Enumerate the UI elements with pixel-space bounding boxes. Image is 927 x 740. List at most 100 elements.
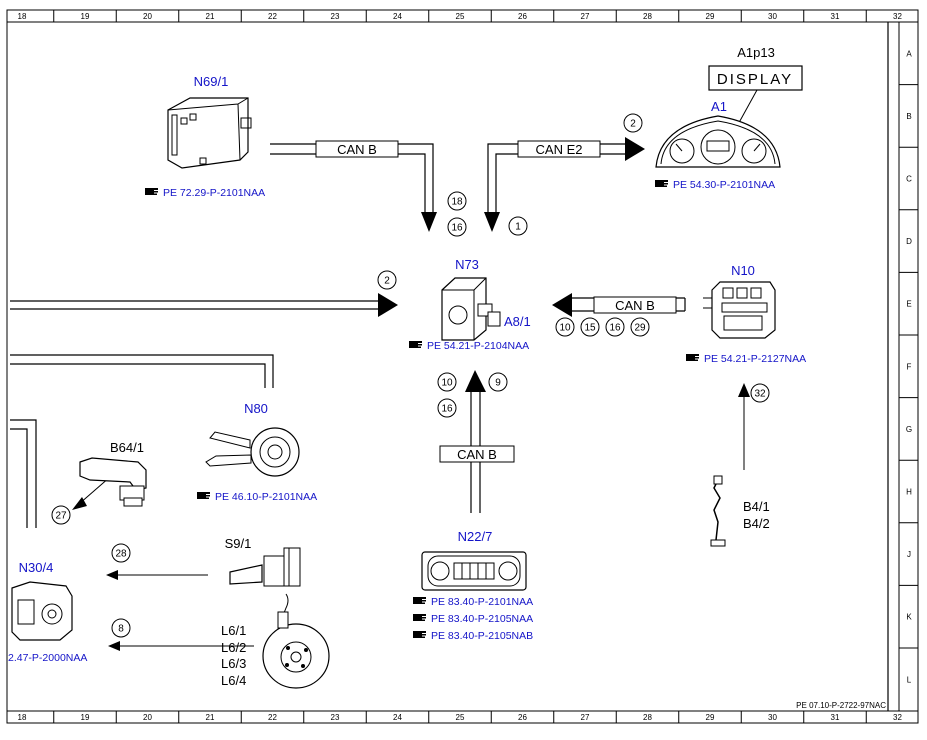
l6-2-label: L6/2 (221, 640, 246, 655)
grid-col-label: 18 (18, 12, 27, 21)
grid-col-label: 27 (581, 12, 590, 21)
a1-instrument-cluster: A1 PE 54.30-P-2101NAA (655, 99, 781, 191)
grid-col-label: 26 (518, 713, 527, 722)
bus-labels: CAN B CAN E2 CAN B CAN B (315, 140, 677, 463)
n80-module: N80 PE 46.10-P-2101NAA (197, 401, 317, 503)
signal-number: 15 (584, 323, 596, 334)
signal-number: 9 (495, 378, 501, 389)
a1-ref: PE 54.30-P-2101NAA (673, 179, 775, 191)
n22-7-label: N22/7 (458, 529, 493, 544)
grid-col-label: 25 (456, 713, 465, 722)
signal-number: 28 (115, 549, 127, 560)
signal-number: 10 (559, 323, 571, 334)
a1-label: A1 (711, 99, 727, 114)
l6-1-label: L6/1 (221, 623, 246, 638)
signal-circle (555, 317, 575, 337)
signal-circle (580, 317, 600, 337)
signal-circle (750, 383, 770, 403)
grid-col-label: 21 (206, 12, 215, 21)
grid-col-label: 24 (393, 12, 402, 21)
grid-col-label: 23 (331, 12, 340, 21)
grid-col-label: 22 (268, 12, 277, 21)
n22-7-ref-3: PE 83.40-P-2105NAB (431, 630, 533, 642)
grid-row-label: G (906, 425, 912, 434)
s9-1-switch: S9/1 (225, 536, 301, 587)
n80-ref: PE 46.10-P-2101NAA (215, 491, 317, 503)
grid-col-label: 22 (268, 713, 277, 722)
b64-1-sensor: B64/1 (79, 440, 147, 507)
signal-number: 8 (118, 624, 124, 635)
signal-number: 16 (609, 323, 621, 334)
grid-row-label: K (906, 613, 912, 622)
grid-row-label: E (906, 300, 911, 309)
n73-a8-1-label: A8/1 (504, 314, 531, 329)
n22-7-ref-1: PE 83.40-P-2101NAA (431, 596, 533, 608)
signal-circle (508, 216, 528, 236)
n10-module: N10 PE 54.21-P-2127NAA (686, 263, 806, 365)
n10-label: N10 (731, 263, 755, 278)
n30-4-ref: 2.47-P-2000NAA (8, 652, 87, 664)
a1p13-display-text: DISPLAY (717, 71, 793, 88)
drawing-frame (6, 9, 919, 724)
signal-number: 16 (451, 223, 463, 234)
document-id: PE 07.10-P-2722-97NAC (796, 701, 886, 710)
n80-label: N80 (244, 401, 268, 416)
grid-col-label: 29 (706, 12, 715, 21)
signal-number: 32 (754, 389, 766, 400)
b64-1-label: B64/1 (110, 440, 144, 455)
grid-row-label: C (906, 175, 912, 184)
grid-col-label: 25 (456, 12, 465, 21)
signal-number: 10 (441, 378, 453, 389)
grid-row-label: L (907, 675, 912, 684)
signal-number: 1 (515, 222, 521, 233)
grid-col-label: 28 (643, 713, 652, 722)
grid-col-label: 21 (206, 713, 215, 722)
n10-ref: PE 54.21-P-2127NAA (704, 353, 806, 365)
signal-circle (447, 217, 467, 237)
grid-col-label: 19 (81, 713, 90, 722)
signal-number: 27 (55, 511, 67, 522)
grid-col-label: 32 (893, 12, 902, 21)
grid-col-label: 27 (581, 713, 590, 722)
wires (10, 143, 745, 647)
n30-4-label: N30/4 (19, 560, 54, 575)
s9-1-label: S9/1 (225, 536, 252, 551)
grid-col-label: 32 (893, 713, 902, 722)
grid-col-label: 30 (768, 12, 777, 21)
b4-2-label: B4/2 (743, 516, 770, 531)
n69-1-ref: PE 72.29-P-2101NAA (163, 187, 265, 199)
can-b-top-label: CAN B (337, 142, 377, 157)
n22-7-module: N22/7 PE 83.40-P-2101NAA PE 83.40-P-2105… (413, 529, 533, 642)
grid-col-label: 31 (831, 713, 840, 722)
l6-wheel-sensor: L6/1 L6/2 L6/3 L6/4 (221, 593, 330, 689)
can-b-right-label: CAN B (615, 298, 655, 313)
signal-circle (111, 618, 131, 638)
signal-circle (437, 398, 457, 418)
l6-4-label: L6/4 (221, 673, 246, 688)
signal-number: 16 (441, 404, 453, 415)
grid-row-label: F (907, 362, 912, 371)
arrowheads (72, 137, 750, 651)
a1p13-display: A1p13 DISPLAY (708, 45, 803, 149)
can-e2-label: CAN E2 (536, 142, 583, 157)
grid-col-label: 31 (831, 12, 840, 21)
signal-circle (437, 372, 457, 392)
signal-number: 29 (634, 323, 646, 334)
grid-col-label: 19 (81, 12, 90, 21)
grid-col-label: 28 (643, 12, 652, 21)
signal-circle (111, 543, 131, 563)
l6-3-label: L6/3 (221, 656, 246, 671)
signal-circle (447, 191, 467, 211)
n30-4-module: N30/4 2.47-P-2000NAA (8, 560, 87, 664)
grid-col-label: 23 (331, 713, 340, 722)
grid-col-label: 30 (768, 713, 777, 722)
b4-fuel-sensor: B4/1 B4/2 (710, 475, 770, 547)
grid-col-label: 20 (143, 12, 152, 21)
n73-ignition-switch: N73 A8/1 PE 54.21-P-2104NAA (409, 257, 531, 352)
grid-row-label: B (906, 112, 911, 121)
